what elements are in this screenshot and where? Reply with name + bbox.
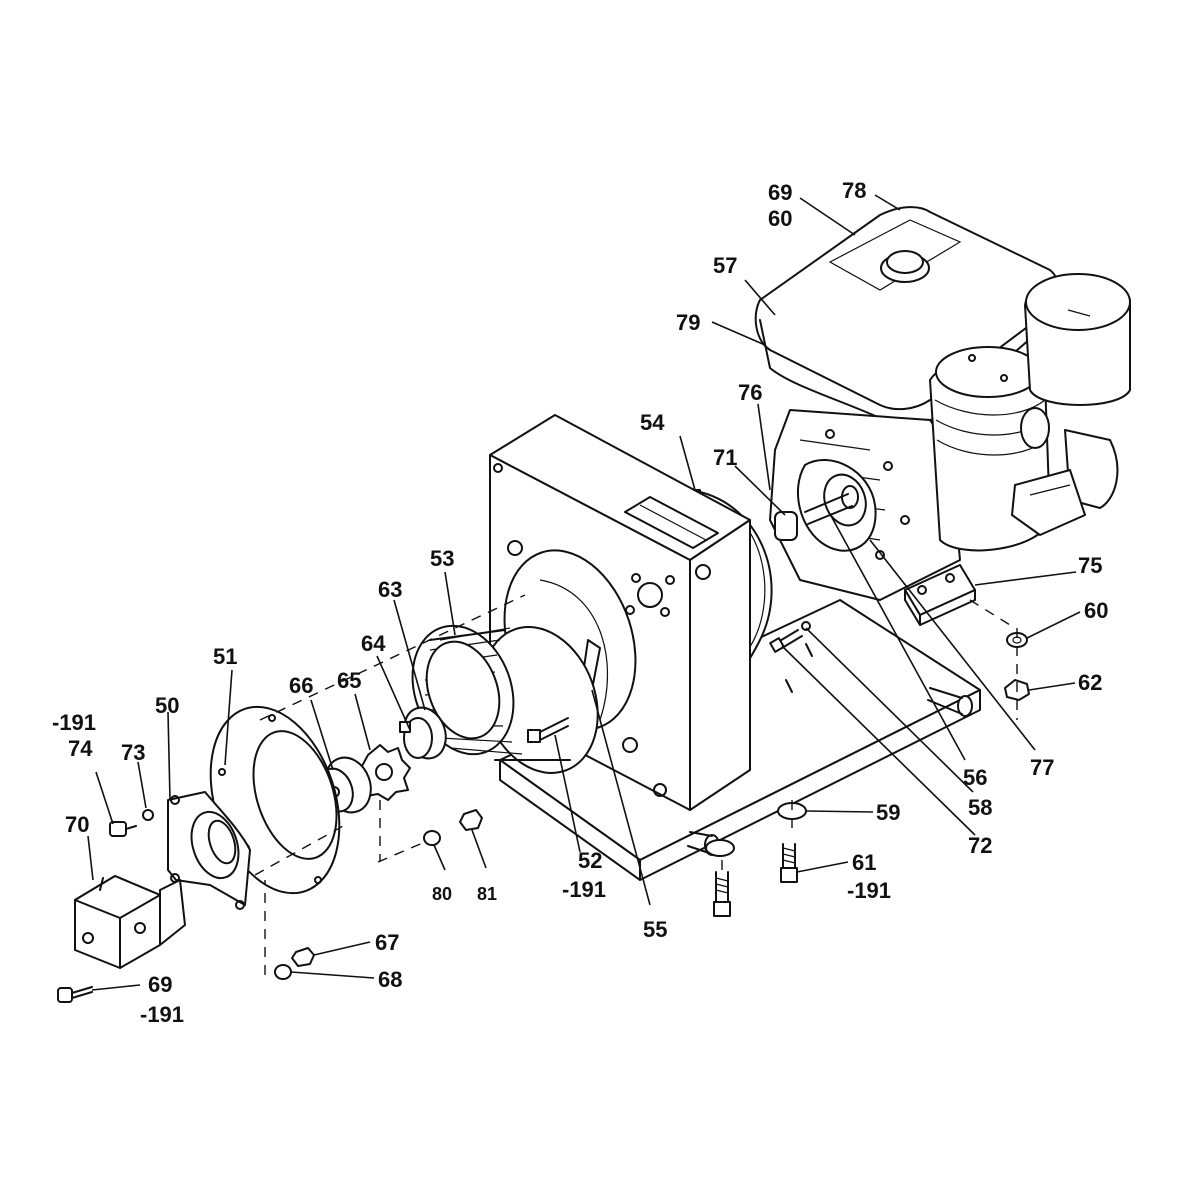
callout-77: 77 (1030, 755, 1054, 780)
callout-54: 54 (640, 410, 665, 435)
callout-64: 64 (361, 631, 386, 656)
engine (754, 206, 1131, 626)
callout-65: 65 (337, 668, 361, 693)
leader-lines (87, 194, 1081, 991)
hydraulic-pump (74, 875, 186, 969)
callout-70: 70 (65, 812, 89, 837)
callout-71: 71 (713, 445, 737, 470)
callout-63: 63 (378, 577, 402, 602)
callout-74: 74 (68, 736, 93, 761)
callout-81: 81 (477, 884, 497, 904)
screw-72 (769, 621, 811, 653)
callout-69-bottom: 69 (148, 972, 172, 997)
callout-79: 79 (676, 310, 700, 335)
callout-191-61: -191 (847, 878, 891, 903)
callout-57: 57 (713, 253, 737, 278)
callout-78: 78 (842, 178, 866, 203)
hardware (57, 632, 1030, 1003)
callout-67: 67 (375, 930, 399, 955)
callout-58: 58 (968, 795, 992, 820)
callout-60: 60 (1084, 598, 1108, 623)
callout-51: 51 (213, 644, 237, 669)
callout-68: 68 (378, 967, 402, 992)
callout-75: 75 (1078, 553, 1102, 578)
callout-66: 66 (289, 673, 313, 698)
callout-53: 53 (430, 546, 454, 571)
callout-191-52: -191 (562, 877, 606, 902)
callout-50: 50 (155, 693, 179, 718)
callout-76: 76 (738, 380, 762, 405)
callout-62: 62 (1078, 670, 1102, 695)
callout-55: 55 (643, 917, 667, 942)
fan-wheel (411, 624, 599, 774)
callout-191-69: -191 (140, 1002, 184, 1027)
callout-59: 59 (876, 800, 900, 825)
callout-80: 80 (432, 884, 452, 904)
callout-60-top: 60 (768, 206, 792, 231)
callout-52: 52 (578, 848, 602, 873)
callout-labels: 78 69 60 57 79 76 54 71 75 60 62 53 63 6… (52, 178, 1108, 1027)
callout-69-top: 69 (768, 180, 792, 205)
assembly-centerlines (254, 594, 1018, 975)
adapter-plate (167, 791, 251, 910)
callout-56: 56 (963, 765, 987, 790)
callout-61: 61 (852, 850, 876, 875)
callout-191-left: -191 (52, 710, 96, 735)
callout-72: 72 (968, 833, 992, 858)
callout-73: 73 (121, 740, 145, 765)
